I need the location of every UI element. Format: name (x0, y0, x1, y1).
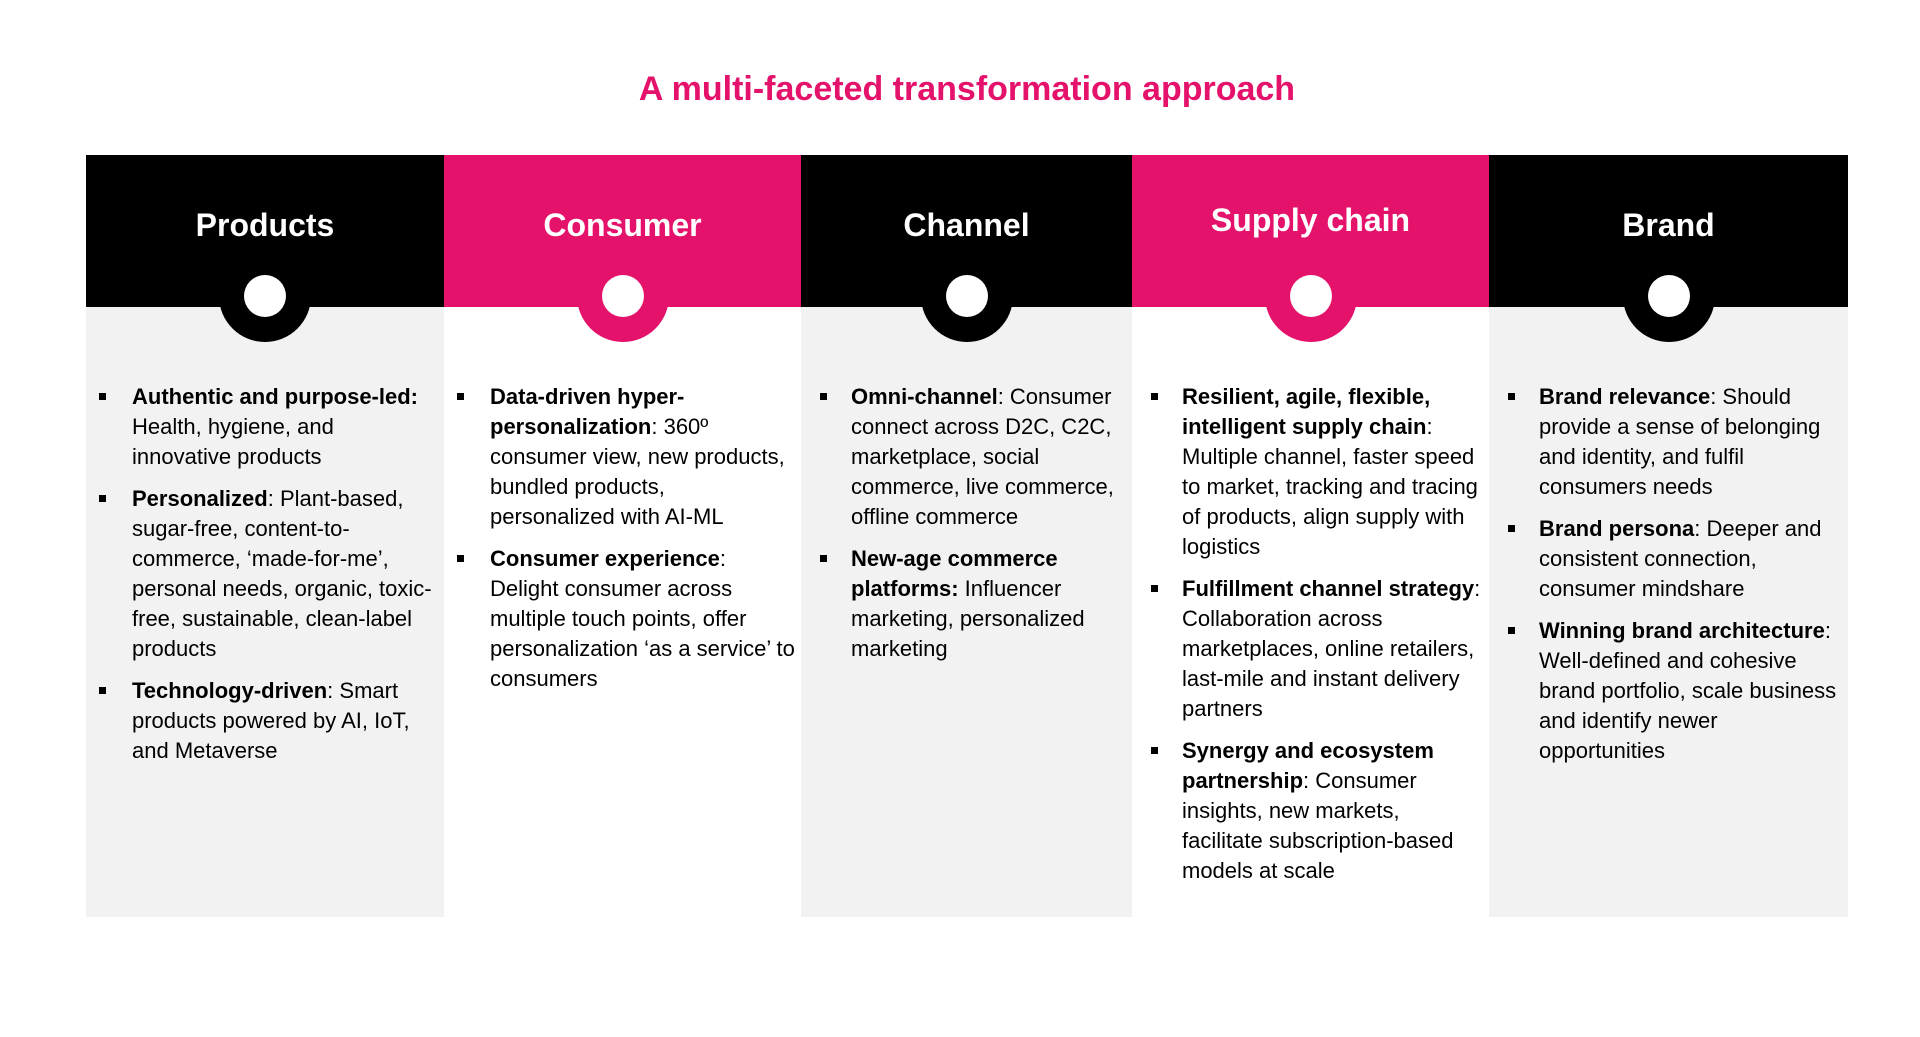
item-title: Personalized (132, 486, 268, 511)
pillar-channel: Channel Omni-channel: Consumer connect a… (801, 155, 1132, 917)
item-text: : Should provide a sense of belonging an… (1539, 384, 1821, 499)
item-title: Synergy and ecosystem partnership (1182, 738, 1434, 793)
pillar-list: Brand relevance: Should provide a sense … (1489, 382, 1848, 778)
list-item: Technology-driven: Smart products powere… (86, 676, 444, 766)
item-text: : Collaboration across marketplaces, onl… (1182, 576, 1481, 721)
pillar-heading: Channel (801, 155, 1132, 307)
item-text: Influencer marketing, personalized marke… (851, 576, 1085, 661)
item-title: Fulfillment channel strategy (1182, 576, 1475, 601)
pillar-list: Resilient, agile, flexible, intelligent … (1132, 382, 1489, 898)
pillars-row: Products Authentic and purpose-led: Heal… (86, 155, 1848, 917)
list-item: Resilient, agile, flexible, intelligent … (1132, 382, 1489, 562)
square-bullet-icon (1508, 393, 1515, 400)
square-bullet-icon (99, 687, 106, 694)
item-text: : Multiple channel, faster speed to mark… (1182, 414, 1478, 559)
square-bullet-icon (99, 495, 106, 502)
item-text: : 360º consumer view, new products, bund… (490, 414, 785, 529)
list-item: Brand persona: Deeper and consistent con… (1489, 514, 1848, 604)
pillar-list: Omni-channel: Consumer connect across D2… (801, 382, 1132, 676)
square-bullet-icon (1151, 393, 1158, 400)
item-title: Winning brand architecture (1539, 618, 1825, 643)
list-item: Winning brand architecture: Well-defined… (1489, 616, 1848, 766)
pillar-connector-icon (576, 250, 669, 342)
square-bullet-icon (457, 555, 464, 562)
circle-icon (1647, 275, 1690, 317)
item-text: : Plant-based, sugar-free, content-to-co… (132, 486, 432, 661)
pillar-supply-chain: Supply chain Resilient, agile, flexible,… (1132, 155, 1489, 917)
circle-icon (244, 275, 286, 317)
item-title: Brand persona (1539, 516, 1695, 541)
list-item: Personalized: Plant-based, sugar-free, c… (86, 484, 444, 664)
pillar-list: Data-driven hyper-personalization: 360º … (444, 382, 801, 706)
pillar-products: Products Authentic and purpose-led: Heal… (86, 155, 444, 917)
item-title: New-age commerce platforms: (851, 546, 1058, 601)
item-title: Authentic and purpose-led: (132, 384, 418, 409)
list-item: Authentic and purpose-led: Health, hygie… (86, 382, 444, 472)
item-text: : Consumer insights, new markets, facili… (1182, 768, 1454, 883)
square-bullet-icon (457, 393, 464, 400)
pillar-connector-icon (1264, 250, 1357, 342)
item-title: Omni-channel (851, 384, 998, 409)
diagram-title: A multi-faceted transformation approach (638, 70, 1296, 108)
item-title: Data-driven hyper-personalization (490, 384, 685, 439)
pillar-connector-icon (1622, 250, 1715, 342)
item-text: Health, hygiene, and innovative products (132, 414, 334, 469)
item-title: Resilient, agile, flexible, intelligent … (1182, 384, 1431, 439)
item-text: : Delight consumer across multiple touch… (490, 546, 795, 691)
list-item: New-age commerce platforms: Influencer m… (801, 544, 1132, 664)
item-text: : Deeper and consistent connection, cons… (1539, 516, 1822, 601)
item-title: Brand relevance (1539, 384, 1711, 409)
circle-icon (945, 275, 988, 317)
pillar-connector-icon (920, 250, 1013, 342)
pillar-brand: Brand Brand relevance: Should provide a … (1489, 155, 1848, 917)
pillar-list: Authentic and purpose-led: Health, hygie… (86, 382, 444, 778)
list-item: Synergy and ecosystem partnership: Consu… (1132, 736, 1489, 886)
item-title: Technology-driven (132, 678, 328, 703)
circle-icon (1289, 275, 1332, 317)
list-item: Fulfillment channel strategy: Collaborat… (1132, 574, 1489, 724)
square-bullet-icon (1508, 627, 1515, 634)
item-text: : Smart products powered by AI, IoT, and… (132, 678, 410, 763)
square-bullet-icon (99, 393, 106, 400)
square-bullet-icon (1508, 525, 1515, 532)
square-bullet-icon (820, 555, 827, 562)
square-bullet-icon (1151, 747, 1158, 754)
pillar-consumer: Consumer Data-driven hyper-personalizati… (444, 155, 801, 917)
list-item: Data-driven hyper-personalization: 360º … (444, 382, 801, 532)
circle-icon (601, 275, 644, 317)
item-text: : Consumer connect across D2C, C2C, mark… (851, 384, 1114, 529)
item-text: : Well-defined and cohesive brand portfo… (1539, 618, 1837, 763)
list-item: Brand relevance: Should provide a sense … (1489, 382, 1848, 502)
list-item: Consumer experience: Delight consumer ac… (444, 544, 801, 694)
square-bullet-icon (1151, 585, 1158, 592)
list-item: Omni-channel: Consumer connect across D2… (801, 382, 1132, 532)
item-title: Consumer experience (490, 546, 720, 571)
pillar-connector-icon (219, 250, 311, 342)
square-bullet-icon (820, 393, 827, 400)
